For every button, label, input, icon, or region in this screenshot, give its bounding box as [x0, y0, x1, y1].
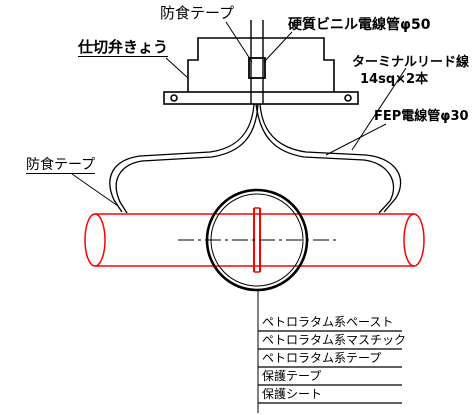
corrosion-tape-top-label: 防食テープ: [160, 4, 235, 22]
leader-lines: [71, 21, 407, 413]
legend-item-petrolatum-paste: ペトロラタム系ペースト: [262, 315, 394, 329]
terminal-lead-spec-label: 14sq×2本: [360, 72, 429, 87]
fep-conduit-label: FEP電線管φ30: [374, 109, 469, 124]
legend-item-protective-sheet: 保護シート: [262, 387, 323, 401]
legend-rules: [258, 330, 402, 404]
legend-item-protective-tape: 保護テープ: [262, 369, 322, 383]
legend-item-petrolatum-mastic: ペトロラタム系マスチック: [262, 333, 407, 347]
lead-wires: [109, 103, 402, 214]
pvc-conduit-label: 硬質ビニル電線管φ50: [288, 17, 431, 33]
legend-item-petrolatum-tape: ペトロラタム系テープ: [262, 351, 382, 365]
terminal-lead-label: ターミナルリード線: [352, 55, 470, 70]
pvc-conduit: [248, 20, 266, 104]
gate-valve-box-label: 仕切弁きょう: [78, 38, 169, 57]
gate-valve-box: [163, 37, 359, 105]
corrosion-tape-left-label: 防食テープ: [26, 157, 96, 174]
